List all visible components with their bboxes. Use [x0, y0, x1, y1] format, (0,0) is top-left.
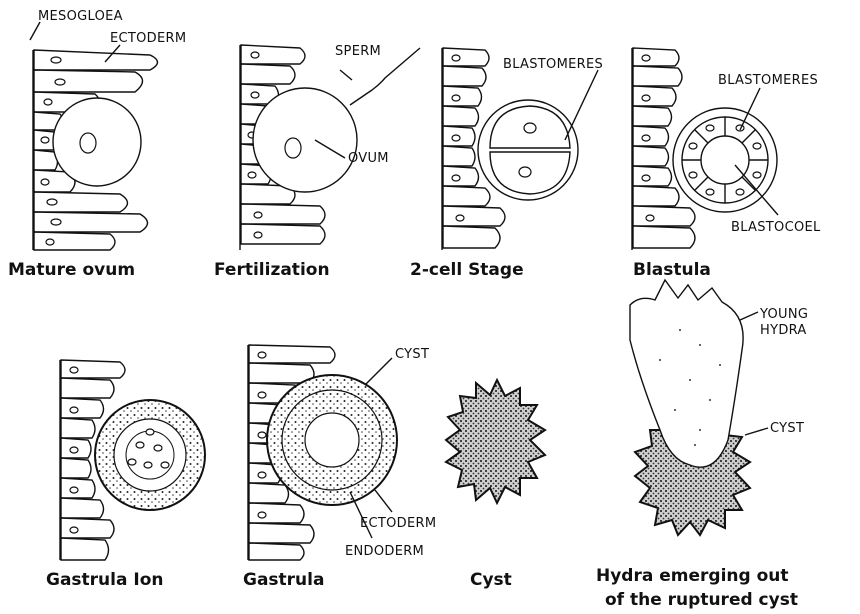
label-cyst-1: CYST: [395, 347, 429, 362]
caption-two-cell: 2-cell Stage: [410, 260, 524, 280]
caption-hydra-2: of the ruptured cyst: [605, 590, 798, 610]
caption-fertilization: Fertilization: [214, 260, 330, 280]
label-ectoderm-2: ECTODERM: [360, 516, 436, 531]
ovum-nucleus: [80, 133, 96, 153]
label-young: YOUNG: [759, 307, 808, 322]
young-hydra: [630, 280, 743, 467]
label-blastomeres-1: BLASTOMERES: [503, 57, 603, 72]
label-hydra: HYDRA: [760, 323, 807, 338]
panel-gastrula-ion: Gastrula Ion: [46, 360, 205, 590]
panel-gastrula: CYST ECTODERM ENDODERM Gastrula: [243, 345, 436, 590]
label-ovum: OVUM: [348, 151, 389, 166]
caption-gastrula-ion: Gastrula Ion: [46, 570, 163, 590]
caption-hydra-1: Hydra emerging out: [596, 566, 789, 586]
label-mesogloea: MESOGLOEA: [38, 9, 123, 24]
label-blastocoel: BLASTOCOEL: [731, 220, 821, 235]
panel-two-cell: BLASTOMERES 2-cell Stage: [410, 48, 603, 280]
caption-blastula: Blastula: [633, 260, 711, 280]
panel-cyst: Cyst: [446, 380, 545, 590]
label-ectoderm: ECTODERM: [110, 31, 186, 46]
caption-mature-ovum: Mature ovum: [8, 260, 135, 280]
caption-gastrula: Gastrula: [243, 570, 324, 590]
caption-cyst: Cyst: [470, 570, 512, 590]
ovum: [253, 88, 357, 192]
panel-fertilization: SPERM OVUM Fertilization: [214, 44, 420, 280]
label-endoderm: ENDODERM: [345, 544, 424, 559]
label-cyst-2: CYST: [770, 421, 804, 436]
blastocoel: [701, 136, 749, 184]
cyst: [446, 380, 545, 503]
label-sperm: SPERM: [335, 44, 381, 59]
label-blastomeres-2: BLASTOMERES: [718, 73, 818, 88]
ovum: [53, 98, 141, 186]
panel-hydra-emerging: YOUNG HYDRA CYST Hydra emerging out of t…: [596, 280, 808, 610]
panel-blastula: BLASTOMERES BLASTOCOEL Blastula: [632, 48, 821, 280]
panel-mature-ovum: MESOGLOEA ECTODERM Mature ovum: [8, 9, 186, 280]
gastrula-cavity: [305, 413, 359, 467]
